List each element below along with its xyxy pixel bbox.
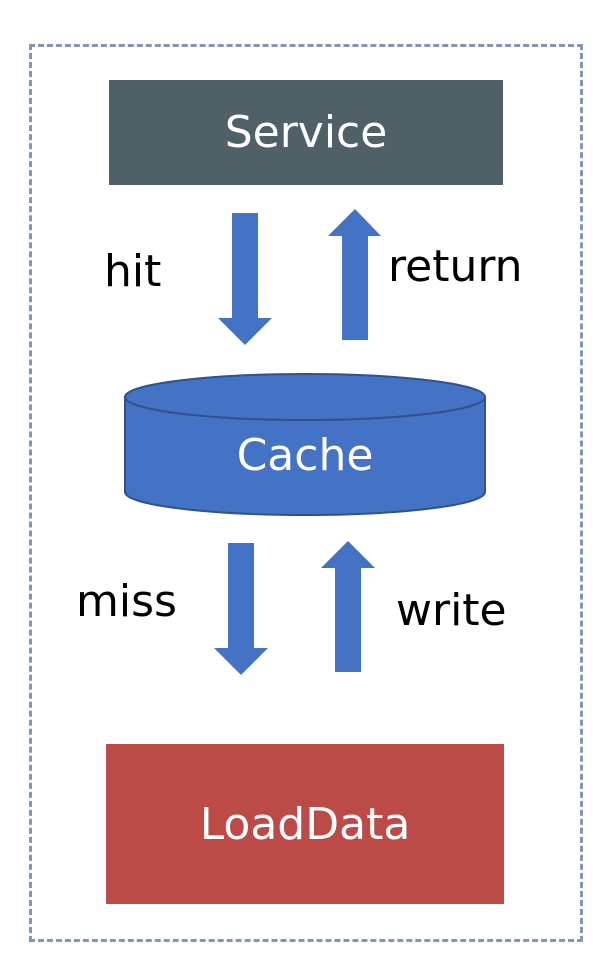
cache-cylinder-top [124,373,486,421]
hit-arrow-down [218,213,272,345]
cache-label-container: Cache [125,405,485,505]
miss-arrow-down [214,543,268,675]
loaddata-box: LoadData [106,744,504,904]
service-label: Service [224,107,388,158]
cache-cylinder [124,373,486,516]
cache-label: Cache [236,429,374,481]
miss-label: miss [76,576,177,627]
write-arrow-up [321,541,375,672]
loaddata-label: LoadData [199,798,411,850]
cache-cylinder-body [124,396,486,516]
hit-label: hit [104,246,162,297]
write-label: write [396,585,507,636]
service-box: Service [109,80,503,185]
return-label: return [388,241,523,292]
dashed-boundary-frame [29,44,583,942]
return-arrow-up [328,209,381,340]
